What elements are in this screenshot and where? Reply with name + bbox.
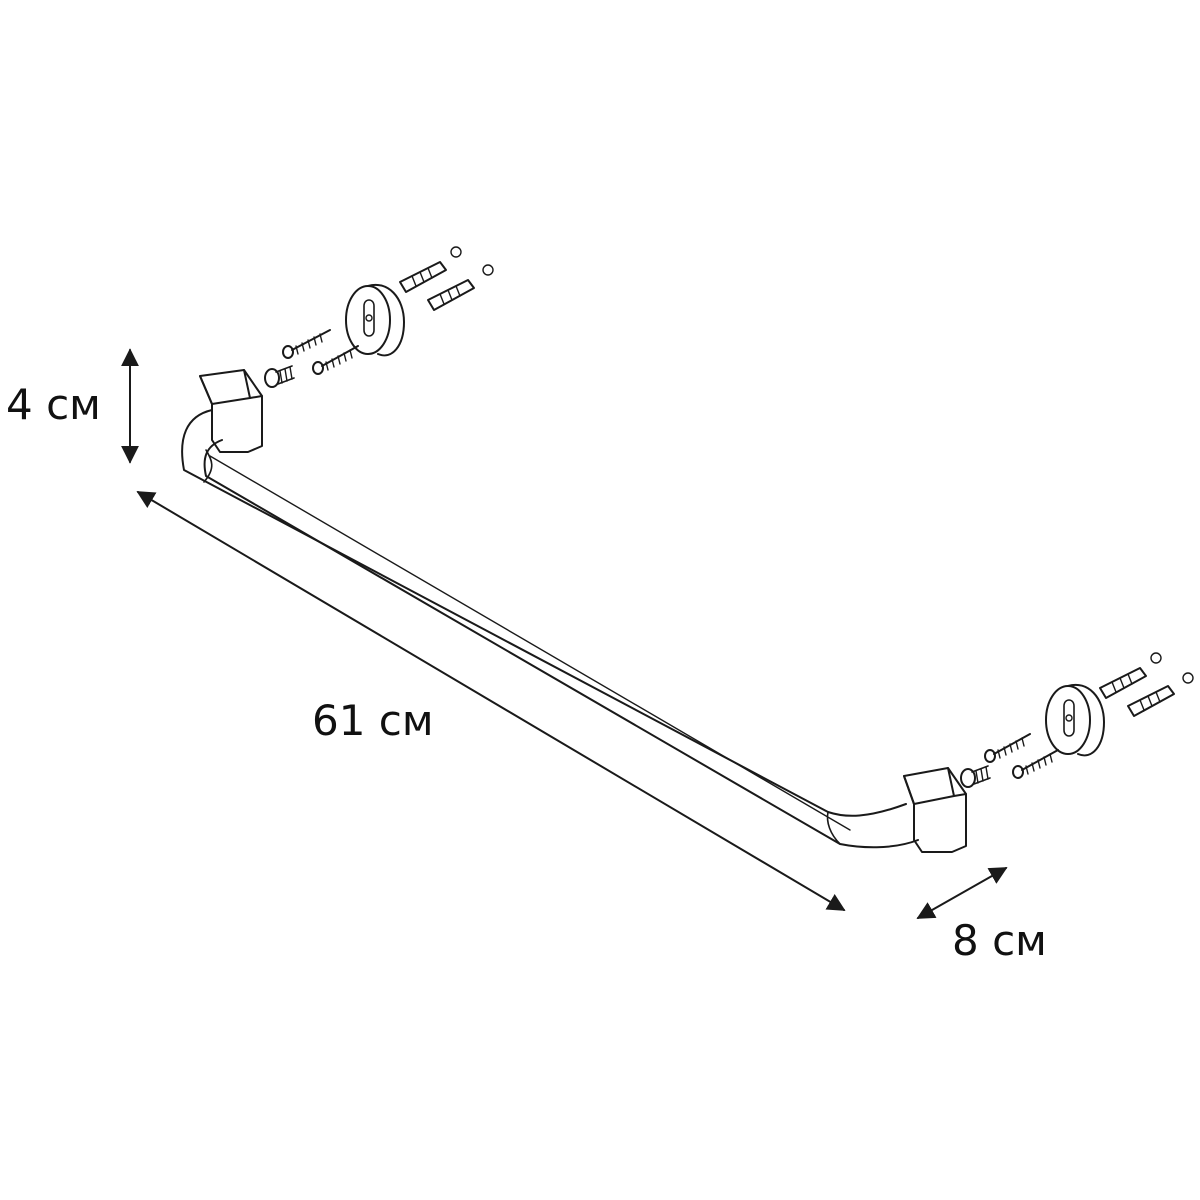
length-dimension-label: 61 см [312,696,434,745]
right-wall-plug-upper [1099,667,1147,699]
left-screw-lower [312,345,359,375]
right-mounting-plate [1045,683,1105,757]
left-mount-block [199,369,263,453]
right-wall-plug-lower [1127,685,1175,717]
right-mount-block [903,767,967,853]
left-screw-upper [282,329,331,359]
right-drill-hole-upper [1150,652,1162,664]
depth-dimension-line [916,867,1008,919]
left-wall-plug-lower [427,279,475,311]
left-set-screw [264,365,295,388]
depth-dimension-label: 8 см [952,916,1047,965]
towel-bar [181,409,919,849]
left-drill-hole-lower [482,264,494,276]
left-mounting-plate [345,283,405,357]
length-dimension-line [136,491,846,911]
right-screw-lower [1012,749,1059,779]
right-set-screw [960,765,991,788]
left-drill-hole-upper [450,246,462,258]
right-fastener-set [960,652,1194,788]
height-dimension-label: 4 см [6,380,101,429]
right-screw-upper [984,733,1031,763]
left-wall-plug-upper [399,261,447,293]
right-drill-hole-lower [1182,672,1194,684]
left-fastener-set [264,246,494,388]
